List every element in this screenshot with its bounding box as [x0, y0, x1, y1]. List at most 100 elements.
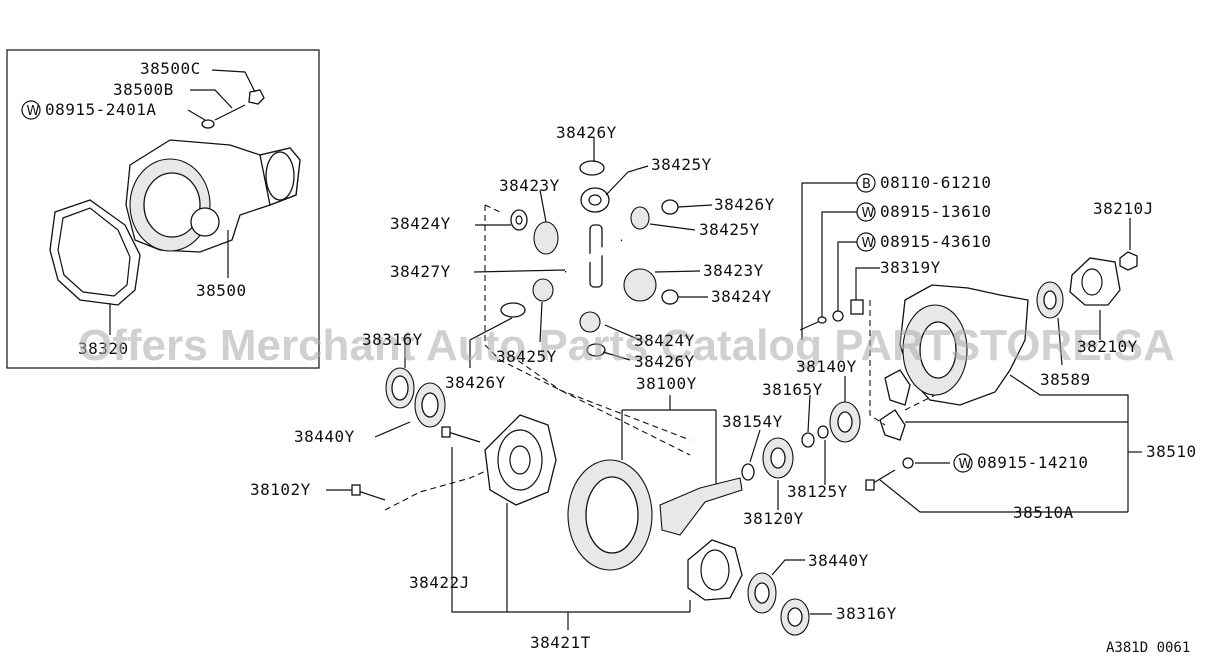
- thrust-washer-right: [661, 199, 679, 305]
- pinion-mate-gear-left: [533, 221, 559, 255]
- leader-38422J-left: [451, 447, 690, 613]
- leader-38426Y-c: [602, 351, 631, 361]
- label-38426Y-a: 38426Y: [556, 123, 617, 142]
- label-38320: 38320: [78, 339, 129, 358]
- label-38125Y: 38125Y: [787, 482, 848, 501]
- washer-symbol-circle-4: [953, 453, 973, 473]
- bolt-symbol-circle: [856, 173, 876, 193]
- label-38319Y: 38319Y: [880, 258, 941, 277]
- label-38589: 38589: [1040, 370, 1091, 389]
- side-bearing-left: [414, 382, 446, 428]
- pinion-bearing-front: [829, 401, 861, 443]
- label-38102Y: 38102Y: [250, 480, 311, 499]
- label-38316Y-b: 38316Y: [836, 604, 897, 623]
- pinion-bearing-rear: [762, 437, 794, 479]
- drive-pinion: [659, 477, 743, 536]
- pinion-mate-bottom: [579, 311, 606, 357]
- label-38424Y-b: 38424Y: [711, 287, 772, 306]
- housing-bolt: [865, 457, 914, 491]
- label-38425Y-c: 38425Y: [496, 347, 557, 366]
- leader-38425Y-a: [605, 165, 649, 196]
- label-08915-14210: 08915-14210: [977, 453, 1088, 472]
- pinion-oil-seal: [1036, 281, 1064, 319]
- leader-38425Y-b: [649, 223, 696, 231]
- leader-38427Y: [473, 269, 566, 273]
- label-38426Y-d: 38426Y: [445, 373, 506, 392]
- leader-38424Y-c: [604, 324, 641, 341]
- pinion-washer: [801, 425, 829, 448]
- companion-flange: [1069, 257, 1121, 306]
- label-38210J: 38210J: [1093, 199, 1154, 218]
- label-38424Y-c: 38424Y: [634, 331, 695, 350]
- label-38316Y-a: 38316Y: [362, 330, 423, 349]
- ring-gear-bolt: [351, 426, 481, 501]
- dashed-housing-line-2: [904, 394, 936, 411]
- leader-38589: [1057, 317, 1063, 366]
- leader-08915-2401A: [187, 109, 206, 121]
- label-38500B: 38500B: [113, 80, 174, 99]
- side-gear-right: [623, 268, 657, 302]
- washer-symbol-circle: [21, 100, 41, 120]
- label-38210Y: 38210Y: [1077, 337, 1138, 356]
- label-38427Y: 38427Y: [390, 262, 451, 281]
- diagram-code: A381D 0061: [1106, 640, 1190, 656]
- dashed-assembly-line-3: [484, 204, 501, 213]
- label-38510A: 38510A: [1013, 503, 1074, 522]
- label-38500C: 38500C: [140, 59, 201, 78]
- differential-case: [484, 414, 557, 506]
- leader-38423Y-a: [539, 189, 547, 223]
- stud-drawing: [201, 89, 265, 129]
- label-38422J: 38422J: [409, 573, 470, 592]
- leader-08110-61210: [801, 182, 857, 340]
- label-08110-61210: 08110-61210: [880, 173, 991, 192]
- leader-08915-13610: [821, 211, 857, 318]
- leader-38425Y-c: [539, 301, 543, 343]
- washer-symbol-w3: W: [862, 236, 875, 251]
- label-38426Y-b: 38426Y: [714, 195, 775, 214]
- side-gear-lower: [500, 278, 554, 318]
- leader-38165Y: [807, 394, 811, 433]
- flange-nut: [1119, 251, 1138, 271]
- label-38425Y-a: 38425Y: [651, 155, 712, 174]
- side-bearing-race-left: [385, 367, 415, 409]
- watermark: Offers Merchant Auto Parts Catalog PARTS…: [78, 321, 1175, 370]
- washer-symbol-circle-2: [856, 202, 876, 222]
- label-38440Y-b: 38440Y: [808, 551, 869, 570]
- washer-symbol-w2: W: [862, 206, 875, 221]
- bolt-symbol-b1: B: [862, 177, 871, 192]
- leader-38423Y-b: [654, 270, 701, 273]
- label-38500: 38500: [196, 281, 247, 300]
- leader-38440Y-b: [771, 559, 805, 576]
- label-38120Y: 38120Y: [743, 509, 804, 528]
- leader-38154Y: [749, 429, 761, 463]
- carrier-assembly-drawing: [125, 139, 301, 253]
- label-38100Y: 38100Y: [636, 374, 697, 393]
- pinion-mate-shaft: [564, 224, 623, 288]
- label-38424Y-a: 38424Y: [390, 214, 451, 233]
- leader-38500C: [211, 69, 256, 93]
- dashed-housing-line: [869, 300, 886, 426]
- washer-symbol-w1: W: [27, 104, 40, 119]
- label-08915-13610: 08915-13610: [880, 202, 991, 221]
- leader-38500B: [190, 89, 233, 109]
- carrier-housing: [899, 284, 1029, 406]
- leader-38426Y-d: [469, 317, 513, 368]
- dashed-assembly-line-2: [509, 354, 691, 441]
- differential-case-lower: [687, 539, 743, 601]
- side-bearing-right: [747, 572, 777, 614]
- carrier-gasket-drawing: [49, 199, 141, 306]
- dashed-assembly-line-1: [484, 205, 691, 456]
- bearing-cap: [879, 369, 911, 441]
- pinion-spacer: [741, 463, 755, 481]
- side-gear-top: [580, 187, 610, 213]
- small-bolts: [799, 299, 864, 331]
- label-38440Y-a: 38440Y: [294, 427, 355, 446]
- dashed-bolt-line: [384, 469, 489, 511]
- inset-frame: [6, 49, 320, 369]
- label-38423Y-a: 38423Y: [499, 176, 560, 195]
- pinion-mate-gear-right: [630, 206, 650, 230]
- label-38423Y-b: 38423Y: [703, 261, 764, 280]
- pinion-mate-washer-top: [579, 160, 605, 176]
- label-08915-43610: 08915-43610: [880, 232, 991, 251]
